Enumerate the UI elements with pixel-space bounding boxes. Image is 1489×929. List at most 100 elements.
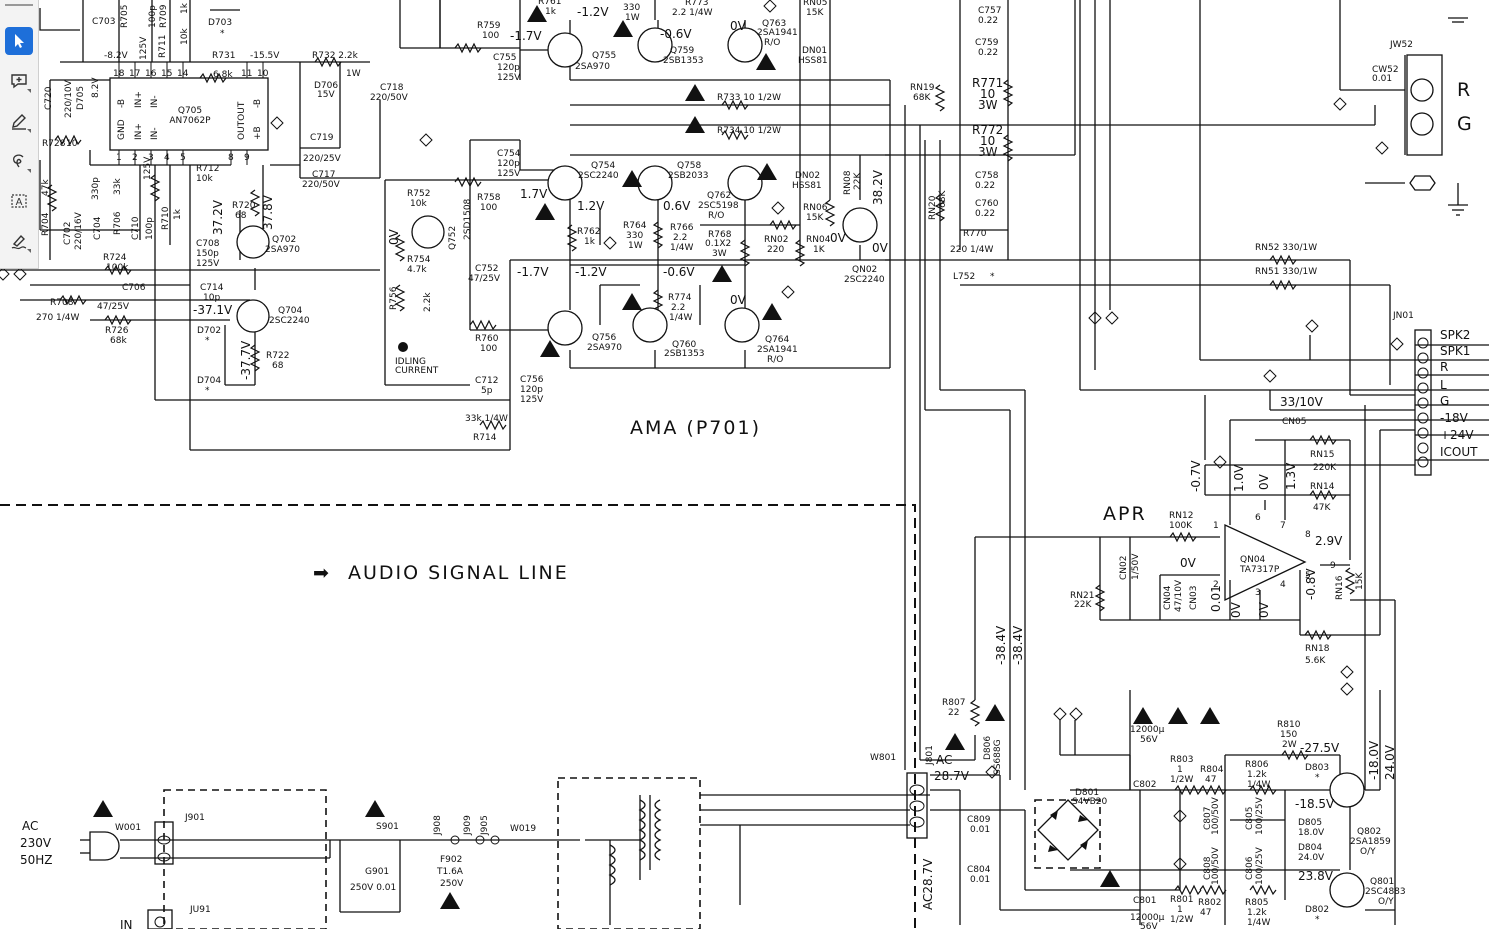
freehand-tool-button[interactable] bbox=[5, 147, 33, 175]
svg-text:R706: R706 bbox=[113, 211, 123, 235]
svg-text:10: 10 bbox=[980, 134, 995, 148]
svg-text:47/25V: 47/25V bbox=[468, 274, 501, 284]
svg-text:1K: 1K bbox=[813, 245, 826, 255]
svg-text:0V: 0V bbox=[1180, 556, 1197, 570]
svg-text:CN04: CN04 bbox=[1163, 585, 1173, 610]
svg-text:0V: 0V bbox=[387, 228, 401, 245]
svg-text:HSS81: HSS81 bbox=[798, 56, 828, 66]
svg-text:R728: R728 bbox=[42, 139, 66, 149]
signature-tool-button[interactable] bbox=[5, 227, 33, 255]
component-labels-power: -38.4V -38.4V R807 22 D806 SS688G J801 W… bbox=[870, 625, 1406, 929]
svg-text:-8.2V: -8.2V bbox=[104, 51, 129, 61]
ic-q705 bbox=[109, 77, 269, 151]
highlight-pen-tool-button[interactable] bbox=[5, 107, 33, 135]
ama-board-boundary bbox=[0, 504, 916, 929]
svg-text:C706: C706 bbox=[122, 283, 146, 293]
svg-text:220/10V: 220/10V bbox=[64, 79, 74, 118]
svg-text:230V: 230V bbox=[20, 836, 52, 850]
svg-text:125V: 125V bbox=[497, 73, 521, 83]
svg-text:Q752: Q752 bbox=[448, 226, 458, 250]
text-box-icon: A bbox=[11, 194, 27, 208]
svg-text:10k: 10k bbox=[180, 28, 190, 45]
idling-current-label: IDLING bbox=[395, 357, 426, 367]
svg-text:GND: GND bbox=[117, 119, 127, 140]
svg-text:22K: 22K bbox=[853, 172, 863, 190]
select-tool-button[interactable] bbox=[5, 27, 33, 55]
svg-text:120p: 120p bbox=[497, 63, 520, 73]
svg-text:1: 1 bbox=[1177, 765, 1183, 775]
svg-text:220 1/4W: 220 1/4W bbox=[950, 245, 994, 255]
svg-text:0V: 0V bbox=[1229, 601, 1243, 618]
svg-text:J901: J901 bbox=[184, 813, 205, 823]
svg-text:2.2k: 2.2k bbox=[423, 292, 433, 312]
svg-text:125V: 125V bbox=[139, 36, 149, 60]
svg-text:220/50V: 220/50V bbox=[370, 93, 409, 103]
ic-part: AN7062P bbox=[169, 116, 211, 126]
svg-text:-1.2V: -1.2V bbox=[577, 5, 609, 19]
svg-text:2SD1508: 2SD1508 bbox=[463, 198, 473, 240]
svg-text:68: 68 bbox=[235, 211, 247, 221]
svg-text:3W: 3W bbox=[978, 98, 998, 112]
svg-text:2SA970: 2SA970 bbox=[587, 343, 622, 353]
svg-text:1k: 1k bbox=[584, 237, 596, 247]
svg-text:R/O: R/O bbox=[767, 355, 783, 365]
svg-text:R806: R806 bbox=[1245, 760, 1269, 770]
svg-text:F902: F902 bbox=[440, 855, 462, 865]
svg-text:RN05: RN05 bbox=[803, 0, 827, 8]
svg-text:R772: R772 bbox=[972, 123, 1003, 137]
svg-text:47K: 47K bbox=[1313, 503, 1331, 513]
svg-text:0.22: 0.22 bbox=[978, 16, 998, 26]
ama-title: AMA (P701) bbox=[630, 417, 761, 439]
svg-text:220/16V: 220/16V bbox=[74, 211, 84, 250]
svg-text:Q758: Q758 bbox=[677, 161, 702, 171]
svg-text:8: 8 bbox=[228, 153, 234, 163]
svg-text:2SC2240: 2SC2240 bbox=[844, 275, 885, 285]
svg-text:S4VB20: S4VB20 bbox=[1072, 797, 1107, 807]
svg-text:23.8V: 23.8V bbox=[1298, 869, 1334, 883]
svg-text:C754: C754 bbox=[497, 149, 521, 159]
component-labels-apr: RN15 220K RN14 47K RN12 100K RN21 22K CN… bbox=[1070, 450, 1365, 666]
svg-text:CN03: CN03 bbox=[1189, 586, 1199, 610]
svg-text:A: A bbox=[16, 197, 23, 208]
svg-text:16: 16 bbox=[145, 69, 157, 79]
connector-w801 bbox=[906, 772, 928, 839]
svg-text:C807: C807 bbox=[1203, 807, 1213, 830]
svg-text:RN19: RN19 bbox=[910, 83, 935, 93]
svg-text:33/10V: 33/10V bbox=[1280, 395, 1324, 409]
svg-text:C755: C755 bbox=[493, 53, 516, 63]
svg-text:R726: R726 bbox=[105, 326, 129, 336]
text-select-tool-button[interactable]: A bbox=[5, 187, 33, 215]
bridge-rectifier-d801 bbox=[1037, 799, 1099, 861]
svg-text:RN21: RN21 bbox=[1070, 591, 1094, 601]
svg-text:O/Y: O/Y bbox=[1360, 847, 1376, 857]
svg-text:2SC5198: 2SC5198 bbox=[698, 201, 739, 211]
svg-text:10: 10 bbox=[257, 69, 269, 79]
svg-text:CN02: CN02 bbox=[1119, 556, 1129, 580]
annotation-toolbar: A bbox=[0, 0, 39, 269]
svg-text:R712: R712 bbox=[196, 164, 219, 174]
svg-text:33k: 33k bbox=[113, 178, 123, 195]
svg-text:R774: R774 bbox=[668, 293, 692, 303]
svg-text:D806: D806 bbox=[983, 736, 993, 760]
ic-pin-names: GND -B IN+ IN+ IN- IN- OUTOUT -B +B bbox=[117, 91, 263, 140]
caution-triangles bbox=[93, 5, 1220, 909]
svg-text:L752: L752 bbox=[953, 272, 975, 282]
svg-text:R704: R704 bbox=[41, 212, 51, 236]
svg-text:-18.0V: -18.0V bbox=[1367, 740, 1381, 780]
svg-text:68K: 68K bbox=[938, 190, 948, 208]
connector-jn01 bbox=[1414, 329, 1432, 476]
svg-text:10k: 10k bbox=[410, 199, 427, 209]
svg-text:G901: G901 bbox=[365, 867, 389, 877]
svg-text:2SA970: 2SA970 bbox=[575, 62, 610, 72]
svg-text:SPK1: SPK1 bbox=[1440, 344, 1470, 358]
add-comment-tool-button[interactable] bbox=[5, 67, 33, 95]
svg-text:+B: +B bbox=[253, 126, 263, 140]
svg-text:RN12: RN12 bbox=[1169, 511, 1193, 521]
svg-text:C758: C758 bbox=[975, 171, 999, 181]
svg-text:6: 6 bbox=[1255, 513, 1261, 523]
svg-text:D702: D702 bbox=[197, 326, 221, 336]
svg-text:15K: 15K bbox=[806, 213, 824, 223]
svg-text:150p: 150p bbox=[196, 249, 219, 259]
svg-text:D704: D704 bbox=[197, 376, 221, 386]
legend-arrow-icon: ➡ bbox=[313, 562, 331, 584]
